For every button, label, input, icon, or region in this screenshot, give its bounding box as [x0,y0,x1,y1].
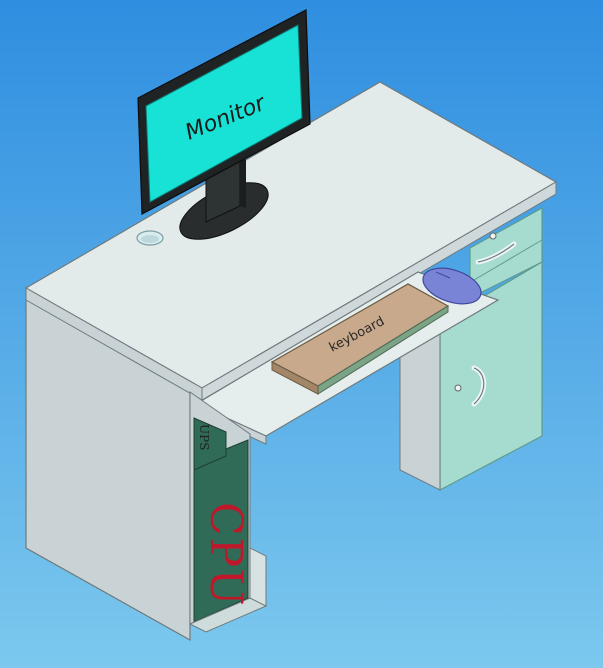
cpu-front-panel [193,439,249,623]
drawer-knob-icon [489,232,497,240]
mouse[interactable] [419,262,486,311]
cpu-label: CPU [200,502,251,608]
door-knob-icon [454,384,462,392]
cpu-stand [249,547,267,607]
ups-front-panel [193,417,227,471]
ups-label: UPS [197,424,211,450]
monitor-screen[interactable] [145,24,303,203]
keyboard-left-edge [271,361,319,395]
